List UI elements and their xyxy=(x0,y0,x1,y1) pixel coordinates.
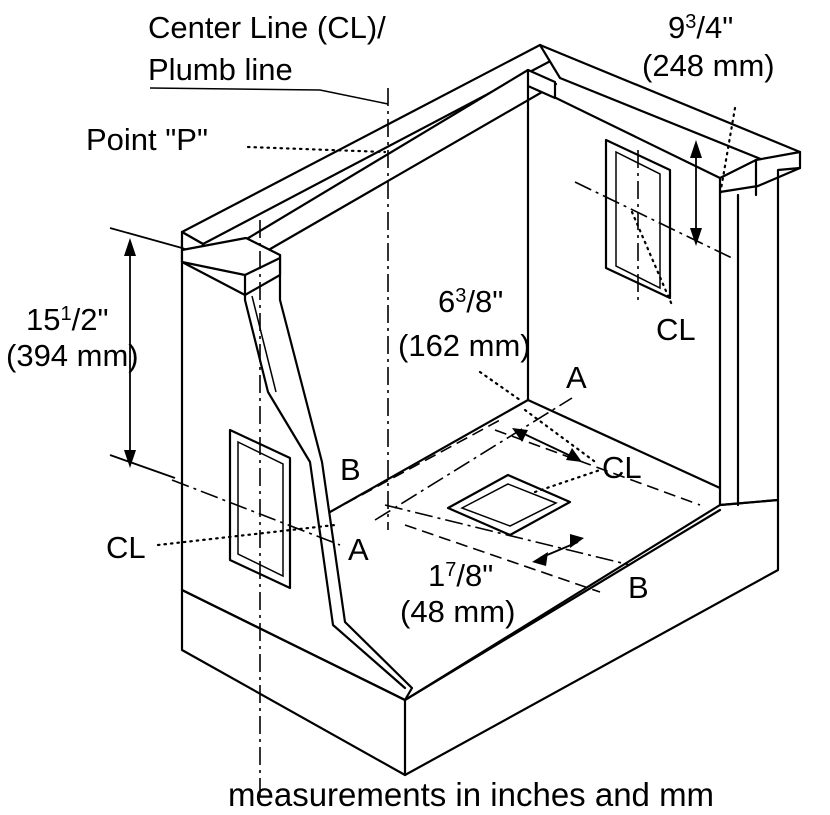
floor-cl-a xyxy=(374,397,573,521)
top-left-block-edge2 xyxy=(180,260,247,277)
top-left-block-edge3 xyxy=(243,256,282,277)
label-cl-left-wall: CL xyxy=(106,530,146,565)
label-centerline-2: Plumb line xyxy=(148,52,293,87)
label-dim-left: 151/2" xyxy=(26,302,108,337)
label-cl-right-wall: CL xyxy=(656,312,696,347)
floor-opening xyxy=(446,473,572,537)
top-left-block xyxy=(180,236,282,297)
label-point-a-bottom: A xyxy=(348,532,369,567)
footer-note: measurements in inches and mm xyxy=(228,776,714,813)
cabinet-outline xyxy=(180,43,802,777)
left-wall-outline xyxy=(180,238,414,702)
label-dim-top-right: 93/4" xyxy=(668,10,733,45)
label-dim-left-mm: (394 mm) xyxy=(6,338,139,373)
label-dim-bottom-mm: (48 mm) xyxy=(400,594,515,629)
label-dim-center: 63/8" xyxy=(438,284,503,319)
floor-front-edge xyxy=(403,508,722,702)
left-wall-front-profile xyxy=(243,293,407,690)
floor-cl-b xyxy=(384,504,631,566)
label-centerline-1: Center Line (CL)/ xyxy=(148,10,386,45)
label-dim-top-right-mm: (248 mm) xyxy=(642,48,775,83)
dimension-lines xyxy=(109,140,702,566)
floor-reference-lines xyxy=(329,419,701,593)
label-point-a-top: A xyxy=(566,360,587,395)
label-point-b-bottom: B xyxy=(628,570,649,605)
left-wall-profile-inner xyxy=(251,295,277,393)
label-dim-center-mm: (162 mm) xyxy=(398,328,531,363)
label-point-b-top: B xyxy=(340,452,361,487)
right-wall-horizontal-cl xyxy=(574,181,733,259)
label-cl-floor: CL xyxy=(602,450,642,485)
leader-lines xyxy=(149,87,737,547)
label-point-p: Point "P" xyxy=(86,122,208,157)
right-wall-back xyxy=(554,96,722,180)
text-labels: Center Line (CL)/ Plumb line Point "P" 9… xyxy=(6,10,775,813)
label-dim-bottom: 17/8" xyxy=(428,558,493,593)
floor-back-edge xyxy=(526,398,722,490)
right-wall-outline xyxy=(718,166,802,507)
top-rail-inner-rail xyxy=(243,68,558,254)
